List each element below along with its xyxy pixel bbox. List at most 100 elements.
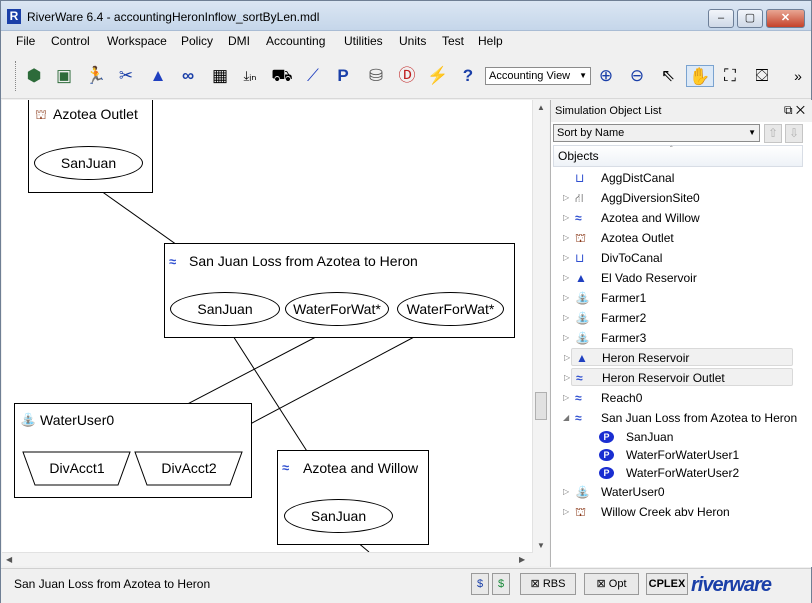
- pan-hand-icon[interactable]: ✋: [686, 65, 714, 87]
- policy-icon[interactable]: P: [337, 66, 349, 85]
- collapse-icon[interactable]: ◢: [563, 413, 570, 422]
- toolbar-grip[interactable]: [15, 61, 18, 91]
- export-icon[interactable]: ⛋: [755, 66, 769, 85]
- horizontal-scrollbar[interactable]: ◀ ▶: [2, 552, 533, 566]
- expand-icon[interactable]: ▷: [563, 393, 570, 402]
- list-item[interactable]: ▷ ⛫ Willow Creek abv Heron: [563, 505, 730, 519]
- database-icon[interactable]: ⛁: [368, 66, 384, 85]
- slot-waterforwater-1[interactable]: WaterForWat*: [285, 292, 389, 326]
- links-icon[interactable]: ∞: [181, 66, 195, 85]
- list-item[interactable]: ▷ ≈ Reach0: [563, 391, 643, 405]
- opt-button[interactable]: ⊠ Opt: [584, 573, 639, 595]
- menu-utilities[interactable]: Utilities: [344, 34, 383, 48]
- reach-icon: ≈: [575, 391, 582, 405]
- account-divacct1[interactable]: [22, 451, 132, 487]
- list-item[interactable]: ▷ ⛫ Azotea Outlet: [563, 231, 674, 245]
- menu-help[interactable]: Help: [478, 34, 503, 48]
- scroll-down-icon[interactable]: ▼: [537, 541, 545, 550]
- panel-float-close-icons[interactable]: ⧉ ✕: [783, 103, 805, 117]
- slot-sanjuan[interactable]: SanJuan: [284, 499, 393, 533]
- list-item[interactable]: ▷ ▲ El Vado Reservoir: [563, 271, 697, 285]
- list-item[interactable]: ▷ ≈ Heron Reservoir Outlet: [564, 368, 793, 386]
- objects-column-header[interactable]: Objects ˆ: [553, 145, 803, 167]
- list-item[interactable]: ▷ ⛲ Farmer3: [563, 331, 647, 345]
- list-item[interactable]: ▷ ≈ Azotea and Willow: [563, 211, 700, 225]
- slot-sanjuan[interactable]: SanJuan: [34, 146, 143, 180]
- status-s-icon[interactable]: $: [471, 573, 489, 595]
- plot-icon[interactable]: ⟋: [307, 66, 319, 85]
- menu-dmi[interactable]: DMI: [228, 34, 250, 48]
- run-start-icon[interactable]: ✂: [118, 66, 134, 85]
- expand-icon[interactable]: ▷: [563, 333, 570, 342]
- vertical-scrollbar[interactable]: ▲ ▼: [532, 100, 549, 566]
- run-icon[interactable]: 🏃: [85, 66, 107, 85]
- toolbar-overflow[interactable]: »: [794, 68, 802, 84]
- status-s2-icon[interactable]: $: [492, 573, 510, 595]
- move-down-button[interactable]: ⇩: [785, 124, 803, 143]
- canal-icon: ⊔: [575, 171, 585, 185]
- expand-icon[interactable]: ▷: [563, 313, 570, 322]
- save-icon[interactable]: ▣: [55, 66, 73, 85]
- menu-file[interactable]: File: [16, 34, 36, 48]
- list-item[interactable]: ▷ ⛙ AggDiversionSite0: [563, 191, 700, 205]
- list-item[interactable]: ▷ ⛲ Farmer1: [563, 291, 647, 305]
- select-pointer-icon[interactable]: ⇖: [660, 66, 676, 85]
- move-up-button[interactable]: ⇧: [764, 124, 782, 143]
- list-item[interactable]: ▷ ▲ Heron Reservoir: [564, 348, 793, 366]
- rbs-button[interactable]: ⊠ RBS: [520, 573, 576, 595]
- expand-icon[interactable]: ▷: [563, 193, 570, 202]
- close-button[interactable]: ✕: [766, 9, 805, 28]
- sort-select-value: Sort by Name: [557, 127, 625, 139]
- menu-accounting[interactable]: Accounting: [266, 34, 326, 48]
- riverware-logo-icon: R: [7, 9, 21, 24]
- list-item[interactable]: ◢ ≈ San Juan Loss from Azotea to Heron: [563, 411, 798, 425]
- account-divacct2[interactable]: [134, 451, 244, 487]
- expand-icon[interactable]: ▷: [564, 353, 571, 362]
- triangle-object-icon[interactable]: ▲: [149, 66, 167, 85]
- zoom-out-icon[interactable]: ⊖: [629, 66, 645, 85]
- menu-workspace[interactable]: Workspace: [107, 34, 167, 48]
- zoom-in-icon[interactable]: ⊕: [598, 66, 614, 85]
- list-item[interactable]: ▷ ⛲ Farmer2: [563, 311, 647, 325]
- menu-test[interactable]: Test: [442, 34, 465, 48]
- expand-icon[interactable]: ▷: [563, 507, 570, 516]
- diagnostics-icon[interactable]: Ⓓ: [398, 66, 416, 85]
- view-select[interactable]: Accounting View ▼: [485, 67, 591, 85]
- menu-units[interactable]: Units: [399, 34, 427, 48]
- grid-icon[interactable]: ▦: [211, 66, 229, 85]
- window-title: RiverWare 6.4 - accountingHeronInflow_so…: [27, 10, 320, 24]
- sort-select[interactable]: Sort by Name ▼: [553, 124, 760, 142]
- expand-icon[interactable]: ▷: [563, 253, 570, 262]
- scroll-right-icon[interactable]: ▶: [519, 555, 526, 564]
- reach-icon: ≈: [575, 211, 582, 225]
- menu-policy[interactable]: Policy: [181, 34, 214, 48]
- camera-icon[interactable]: ⛟: [271, 66, 293, 85]
- workspace-canvas[interactable]: ⛫ Azotea Outlet SanJuan ≈ San Juan Loss …: [2, 100, 533, 552]
- expand-icon[interactable]: ▷: [563, 487, 570, 496]
- expand-icon[interactable]: ▷: [563, 213, 570, 222]
- scroll-up-icon[interactable]: ▲: [537, 103, 545, 112]
- outlet-icon: ⛫: [575, 505, 587, 519]
- open-model-icon[interactable]: ⬢: [26, 66, 42, 85]
- lightning-icon[interactable]: ⚡: [427, 66, 449, 85]
- help-icon[interactable]: ?: [462, 66, 474, 85]
- scroll-left-icon[interactable]: ◀: [6, 555, 13, 564]
- minimize-button[interactable]: –: [708, 9, 734, 28]
- slot-waterforwater-2[interactable]: WaterForWat*: [397, 292, 504, 326]
- survey-icon[interactable]: ⛶: [724, 66, 736, 85]
- expand-icon[interactable]: ▷: [563, 293, 570, 302]
- list-item[interactable]: ▷ ⛲ WaterUser0: [563, 485, 665, 499]
- expand-icon[interactable]: ▷: [563, 273, 570, 282]
- slot-in-icon[interactable]: ⤓ᵢₙ: [243, 68, 257, 83]
- list-item[interactable]: ⊔ AggDistCanal: [575, 171, 675, 185]
- list-item[interactable]: ▷ ⊔ DivToCanal: [563, 251, 663, 265]
- expand-icon[interactable]: ▷: [564, 373, 571, 382]
- slot-sanjuan[interactable]: SanJuan: [170, 292, 280, 326]
- cplex-button[interactable]: CPLEX: [646, 573, 688, 595]
- maximize-button[interactable]: ▢: [737, 9, 763, 28]
- sort-arrow-icon: ˆ: [670, 145, 673, 154]
- menu-control[interactable]: Control: [51, 34, 90, 48]
- expand-icon[interactable]: ▷: [563, 233, 570, 242]
- water-user-icon: ⛲: [575, 311, 590, 325]
- scroll-thumb[interactable]: [535, 392, 547, 420]
